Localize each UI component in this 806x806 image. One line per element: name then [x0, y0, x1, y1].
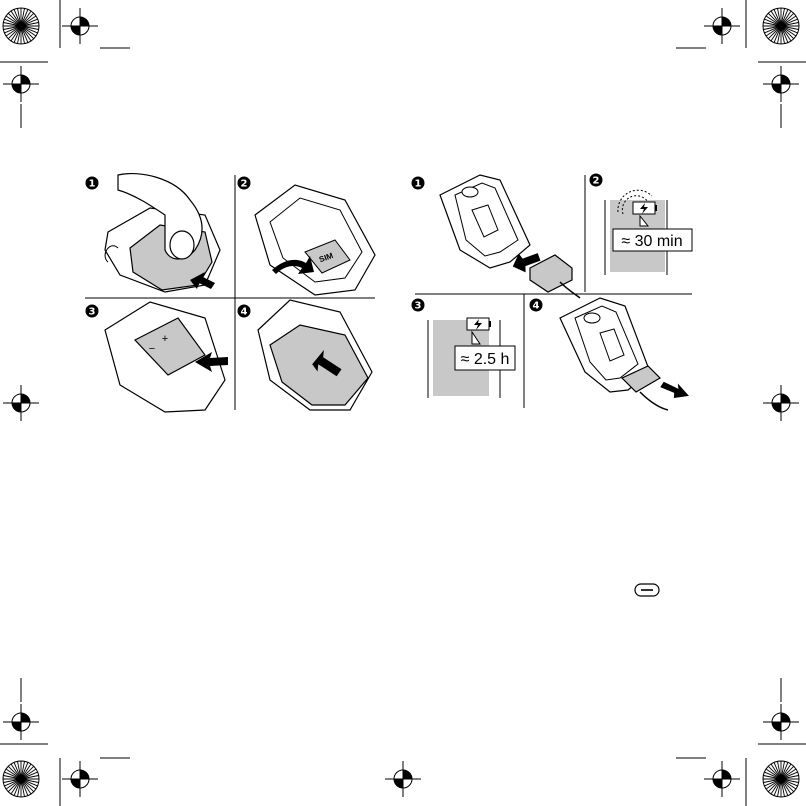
step-4-disconnect-charger-illustration: 4	[530, 298, 692, 410]
step-number-3: 3	[89, 307, 96, 318]
step-number-1: 1	[89, 179, 96, 190]
registration-mark-icon	[62, 8, 98, 44]
battery-minus-label: −	[149, 343, 155, 355]
registration-mark-icon	[3, 385, 39, 421]
registration-mark-icon	[704, 8, 740, 44]
registration-mark-icon	[385, 761, 421, 797]
color-wheel-icon-bottom-left	[3, 761, 39, 797]
color-wheel-icon-bottom-right	[763, 761, 799, 797]
registration-mark-icon	[704, 761, 740, 797]
charge-time-30min: ≈ 30 min	[621, 233, 682, 250]
step-4-replace-cover-illustration: 4	[238, 300, 373, 410]
step-1-connect-charger-illustration: 1	[412, 175, 581, 298]
step-number-4: 4	[241, 307, 248, 318]
minus-key-icon	[635, 584, 659, 596]
registration-mark-icon	[3, 704, 39, 740]
registration-mark-icon	[3, 66, 39, 102]
step-number-2: 2	[241, 179, 248, 190]
step-1-remove-cover-illustration: 1	[86, 174, 221, 292]
step-number-1-charge: 1	[415, 179, 422, 190]
step-3-insert-battery-illustration: 3 + −	[86, 302, 229, 412]
registration-mark-icon	[62, 761, 98, 797]
step-number-3-charge: 3	[415, 301, 422, 312]
registration-mark-icon	[763, 66, 799, 102]
charge-time-2-5h: ≈ 2.5 h	[461, 351, 510, 368]
battery-charging-icon	[633, 202, 657, 214]
step-2-charging-30min-illustration: 2 ≈ 30 min	[590, 174, 693, 276]
step-3-charging-2-5h-illustration: 3 ≈ 2.5 h	[412, 299, 516, 399]
charging-figure: 1 2 ≈ 30	[412, 174, 693, 411]
sim-battery-figure: 1 2 SIM 3 + −	[85, 174, 375, 412]
battery-plus-label: +	[162, 333, 168, 345]
step-number-4-charge: 4	[533, 301, 540, 312]
color-wheel-icon-top-right	[763, 8, 799, 44]
registration-mark-icon	[763, 704, 799, 740]
step-2-insert-sim-illustration: 2 SIM	[238, 177, 376, 296]
step-number-2-charge: 2	[593, 176, 600, 187]
battery-charging-icon	[467, 318, 491, 330]
registration-mark-icon	[763, 385, 799, 421]
color-wheel-icon-top-left	[3, 8, 39, 44]
